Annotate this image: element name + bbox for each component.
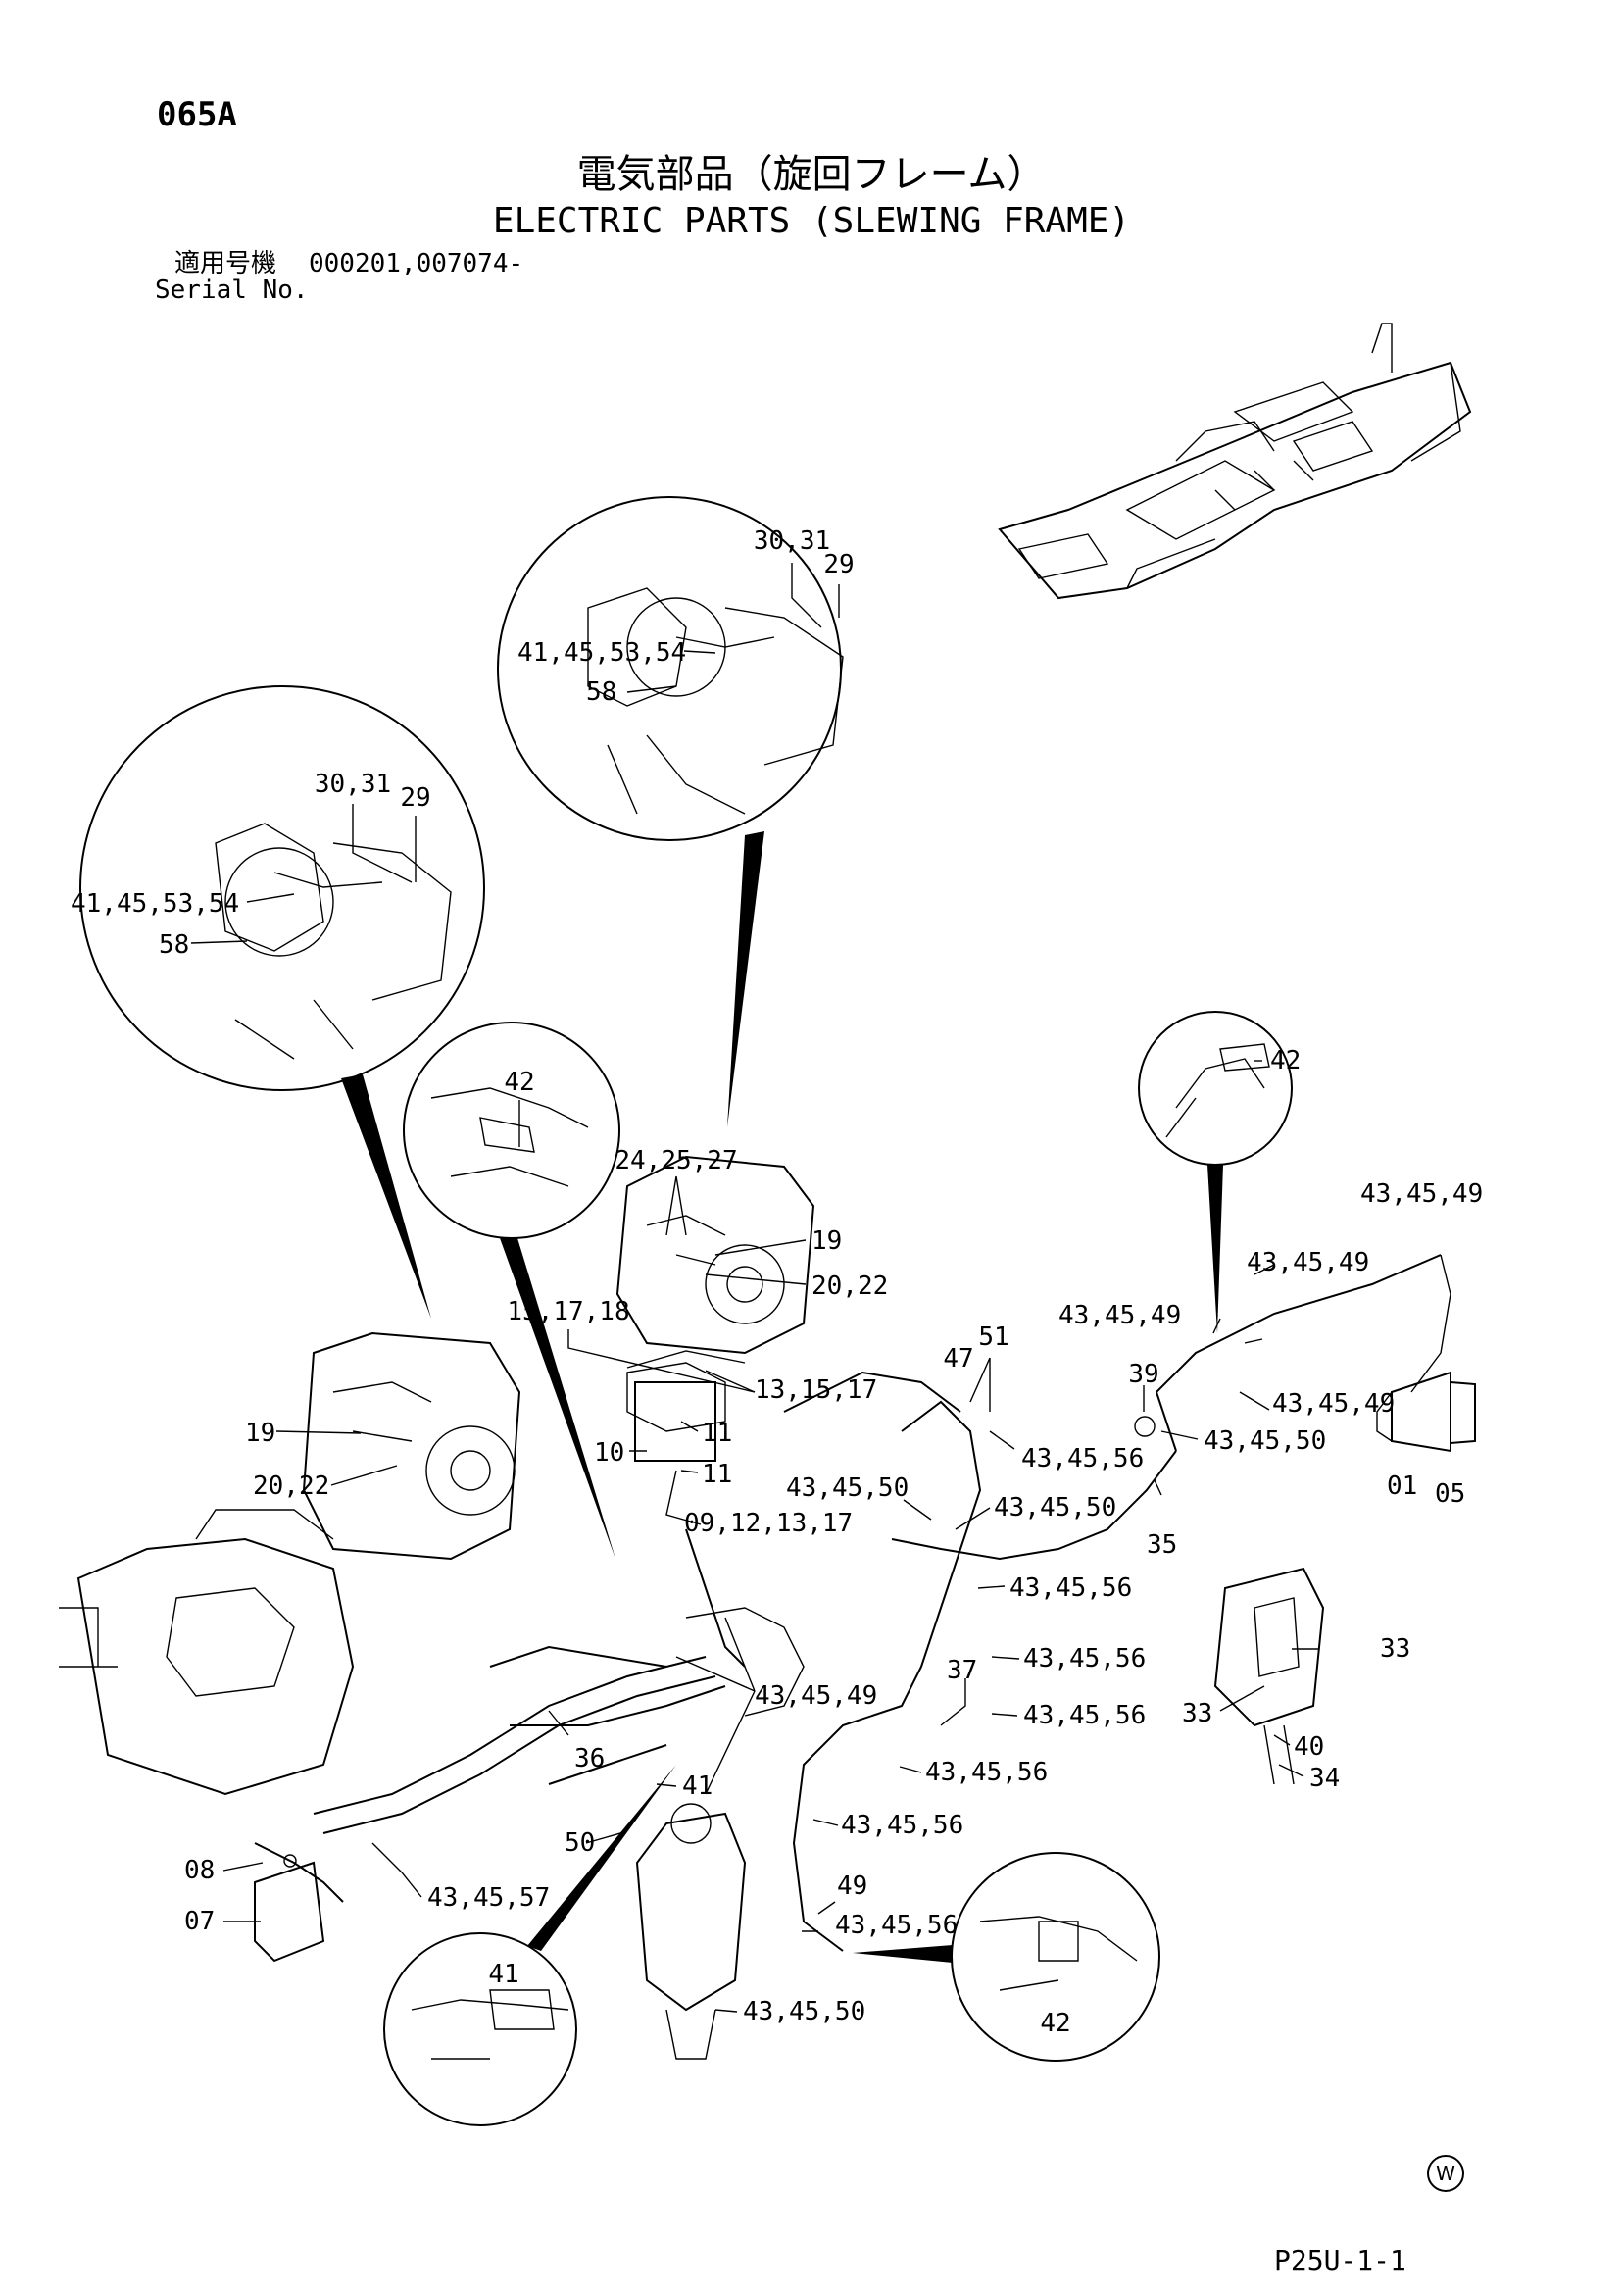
slewing-frame-overview — [998, 323, 1472, 600]
callout-label: 43,45,56 — [835, 1911, 958, 1940]
callout-label: 33 — [1380, 1634, 1410, 1664]
hydraulic-pump-center — [615, 1155, 815, 1432]
callout-label: 34 — [1309, 1764, 1340, 1793]
callout-label: 43,45,50 — [1204, 1426, 1326, 1456]
callout-label: 43,45,50 — [994, 1493, 1116, 1522]
callout-label: 43,45,56 — [1023, 1701, 1146, 1730]
callout-label: 43,45,56 — [841, 1811, 963, 1840]
callout-label: 37 — [947, 1656, 977, 1685]
callout-label: 09,12,13,17 — [684, 1509, 853, 1538]
callout-label: 19 — [812, 1226, 842, 1256]
callout-label: 08 — [184, 1856, 215, 1885]
callout-label: 43,45,49 — [1272, 1389, 1395, 1419]
callout-label: 43,45,49 — [1058, 1301, 1181, 1330]
callout-label: 20,22 — [253, 1472, 329, 1501]
callout-label: 20,22 — [812, 1272, 888, 1301]
callout-label: 41 — [682, 1772, 713, 1801]
detail-circle-connector-42-left — [403, 1022, 620, 1559]
controller-33 — [1213, 1567, 1325, 1785]
callout-label: 43,45,56 — [925, 1758, 1048, 1787]
callout-label: 42 — [1270, 1046, 1301, 1075]
callout-label: 47 — [943, 1344, 973, 1373]
callout-label: 11 — [702, 1460, 732, 1489]
bracket-07 — [254, 1854, 325, 1963]
callout-label: 30,31 — [754, 526, 830, 556]
frame-left-assembly — [59, 1509, 355, 1796]
horn-01 — [1376, 1371, 1476, 1453]
callout-label: 43,45,50 — [786, 1473, 909, 1503]
page-reference: P25U-1-1 — [1274, 2244, 1406, 2276]
leader-lines — [190, 563, 1318, 2013]
callout-label: 36 — [574, 1744, 605, 1773]
wire-harness-right — [783, 1254, 1451, 1952]
callout-label: 43,45,56 — [1023, 1644, 1146, 1673]
callout-label: 13,15,17 — [755, 1375, 877, 1405]
swing-motor-assembly — [635, 1803, 747, 2060]
serial-label-japanese: 適用号機 — [174, 249, 277, 278]
callout-label: 29 — [400, 783, 430, 813]
callout-label: 01 — [1387, 1472, 1417, 1501]
detail-circle-pump-lower — [79, 685, 485, 1319]
callout-label: 24,25,27 — [615, 1146, 737, 1175]
callout-label: 39 — [1128, 1360, 1158, 1389]
callout-label: 05 — [1435, 1479, 1465, 1509]
callout-label: 30,31 — [315, 770, 391, 799]
watermark-symbol: W — [1427, 2155, 1464, 2192]
callout-label: 41,45,53,54 — [517, 638, 686, 668]
serial-number-range: 000201,007074- — [309, 249, 524, 278]
callout-label: 51 — [978, 1323, 1008, 1352]
callout-label: 40 — [1294, 1732, 1324, 1762]
callout-label: 43,45,56 — [1021, 1444, 1144, 1473]
callout-label: 43,45,50 — [743, 1997, 865, 2026]
callout-label: 42 — [504, 1068, 534, 1097]
callout-label: 11 — [702, 1419, 732, 1448]
callout-label: 33 — [1182, 1699, 1212, 1728]
callout-label: 58 — [586, 677, 616, 707]
page-title: ELECTRIC PARTS (SLEWING FRAME) — [492, 201, 1131, 241]
callout-label: 58 — [159, 930, 189, 960]
callout-label: 15,17,18 — [507, 1297, 629, 1326]
detail-circle-connector-42-right — [1138, 1011, 1293, 1333]
callout-label: 41 — [488, 1960, 518, 1989]
callout-label: 49 — [837, 1872, 867, 1901]
callout-labels: 30,31 29 41,45,53,54 58 30,31 29 41,45,5… — [71, 526, 1483, 2038]
callout-label: 19 — [245, 1419, 275, 1448]
detail-circle-connector-42-bottom — [853, 1852, 1160, 2062]
callout-label: 41,45,53,54 — [71, 889, 239, 919]
battery-relay-10 — [626, 1350, 746, 1462]
page-title-japanese: 電気部品（旋回フレーム） — [576, 152, 1047, 197]
callout-label: 10 — [594, 1438, 624, 1468]
callout-label: 07 — [184, 1907, 215, 1936]
callout-label: 43,45,49 — [1360, 1179, 1483, 1209]
detail-circle-pump-upper — [497, 496, 844, 1127]
callout-label: 43,45,57 — [427, 1883, 550, 1913]
callout-label: 29 — [823, 550, 854, 579]
wire-harness-main — [254, 1528, 805, 1903]
serial-label: Serial No. — [155, 275, 309, 305]
drawing-code: 065A — [157, 95, 237, 134]
detail-circle-connector-41 — [383, 1765, 676, 2126]
callout-label: 43,45,49 — [755, 1681, 877, 1711]
callout-label: 43,45,56 — [1009, 1573, 1132, 1603]
hydraulic-pump-left — [302, 1331, 521, 1561]
callout-label: 35 — [1147, 1530, 1177, 1560]
callout-label: 42 — [1040, 2009, 1070, 2038]
callout-label: 43,45,49 — [1247, 1248, 1369, 1277]
callout-label: 50 — [565, 1828, 595, 1858]
